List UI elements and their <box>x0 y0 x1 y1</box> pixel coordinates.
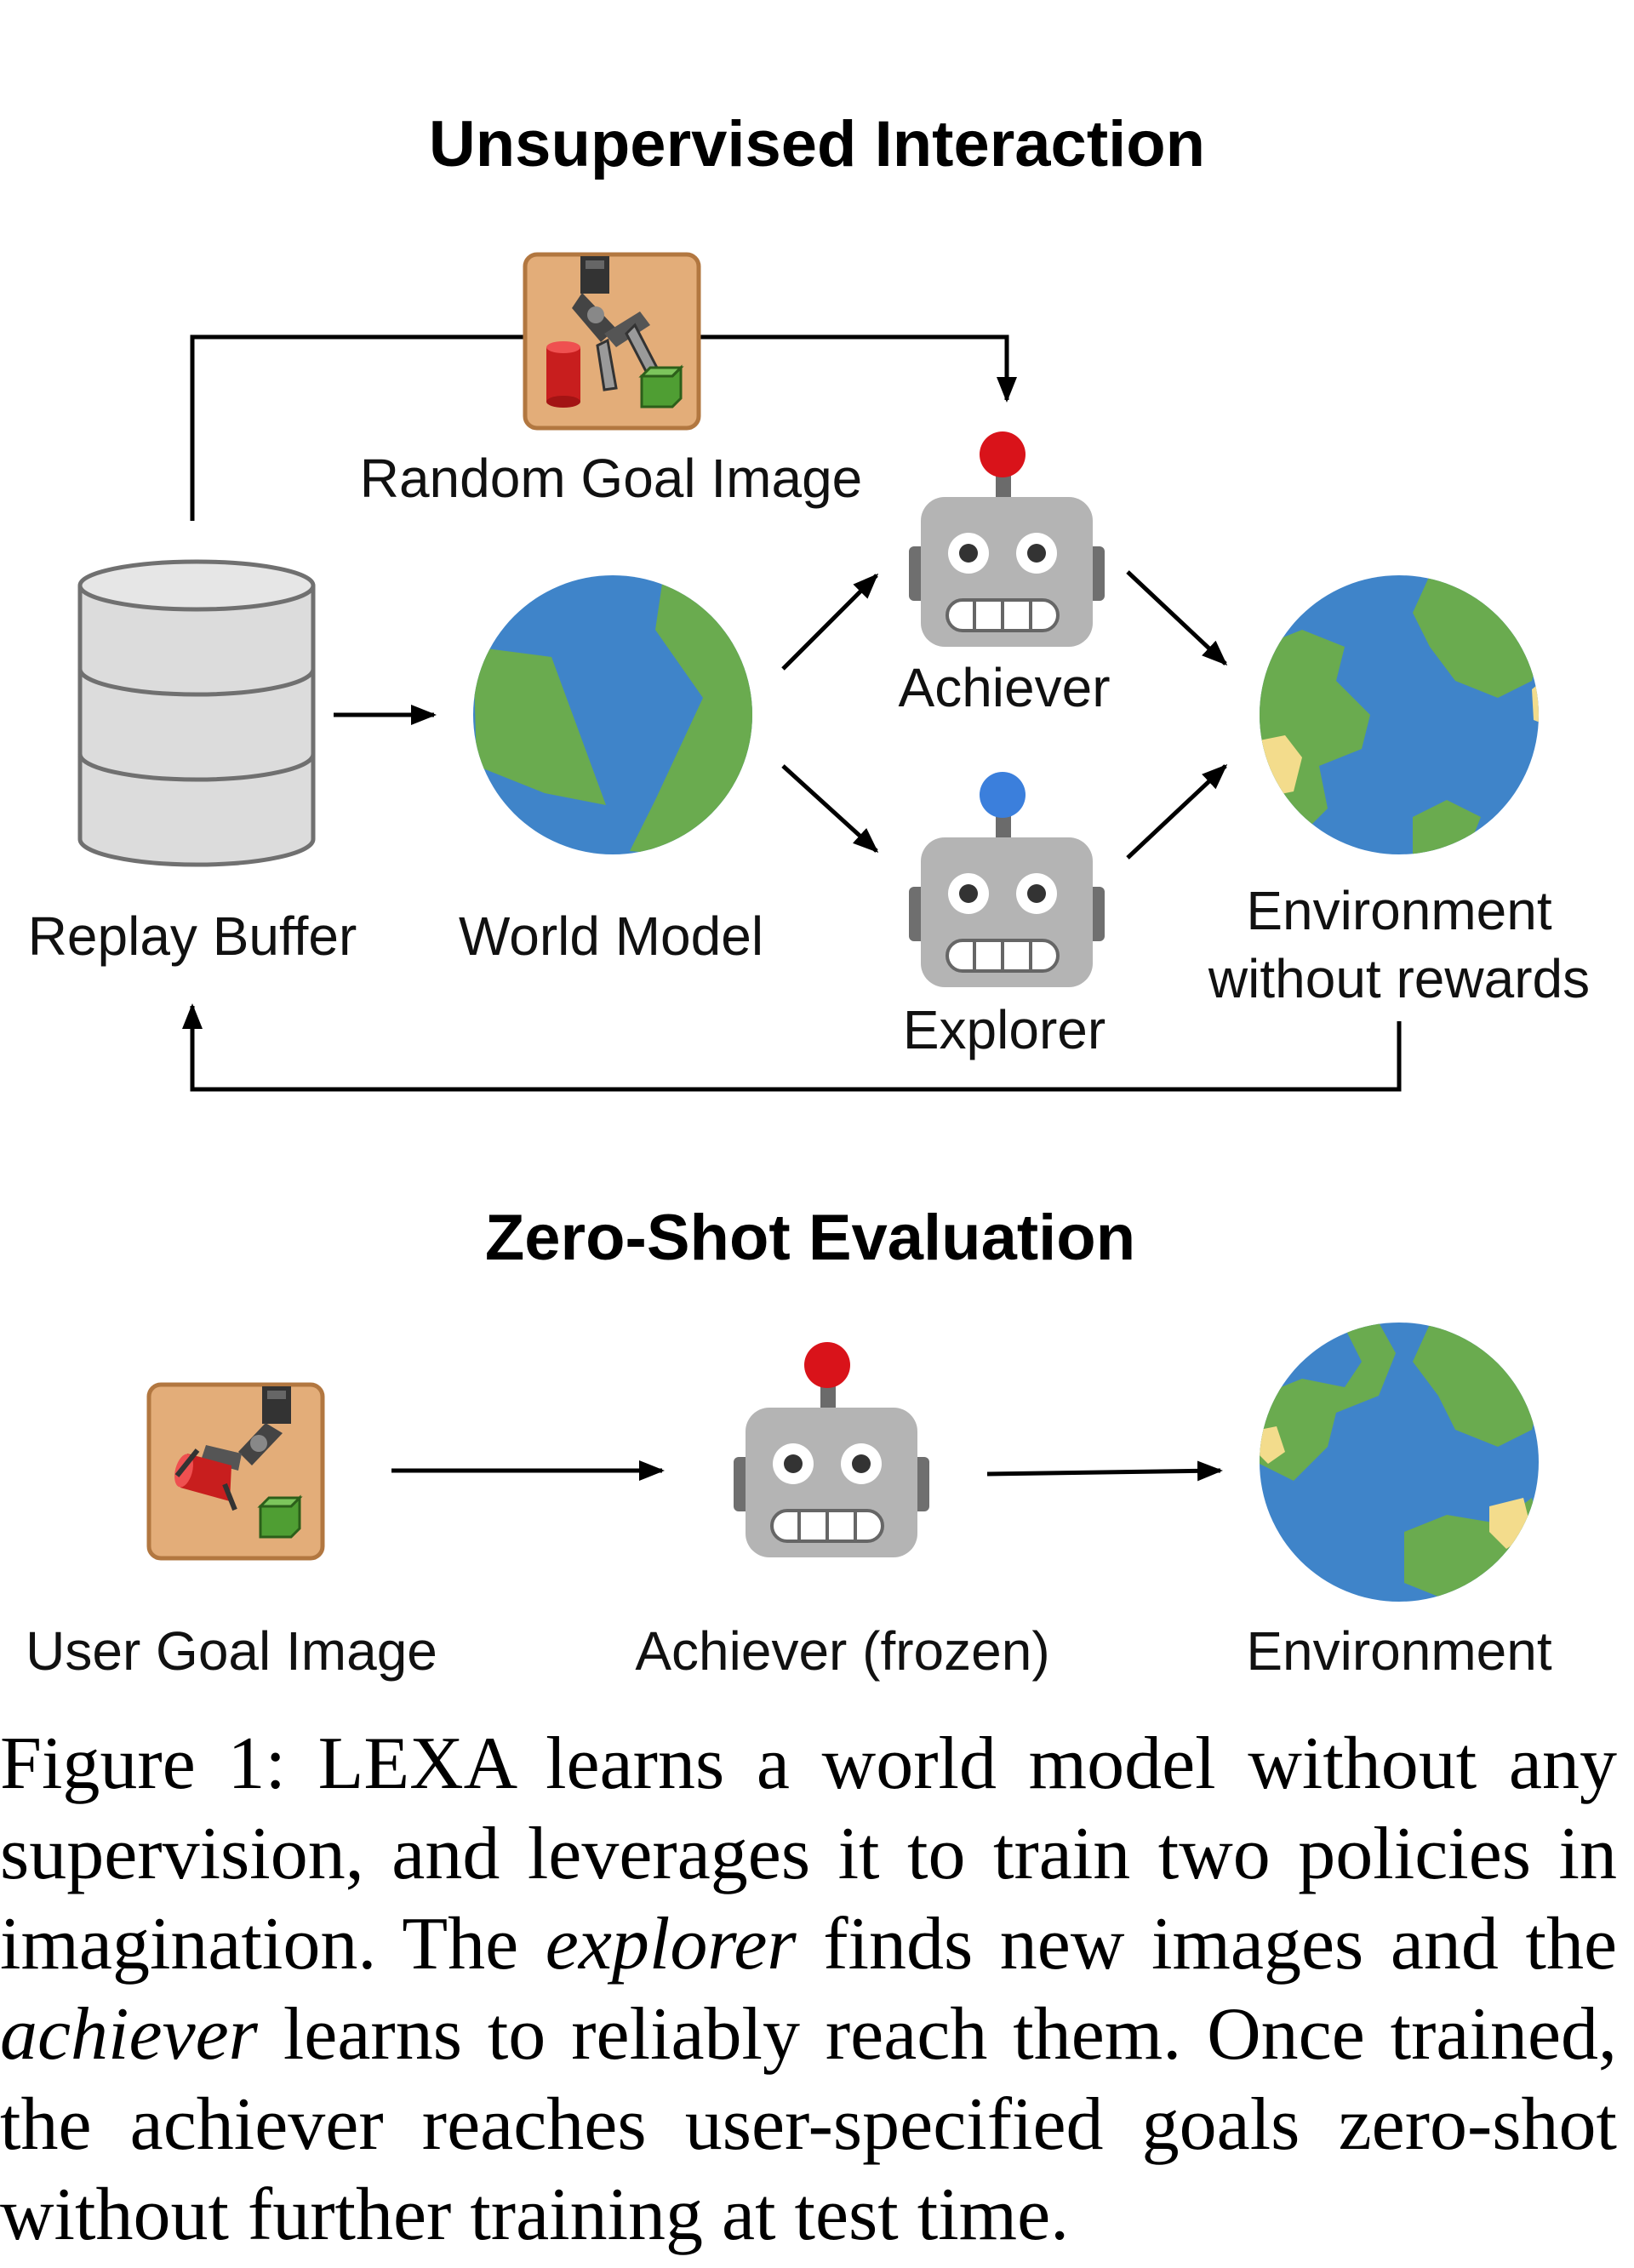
arrow-wm-to-achiever <box>781 573 879 671</box>
world-model-label: World Model <box>459 905 763 967</box>
achiever-frozen-label: Achiever (frozen) <box>635 1620 1049 1682</box>
arrow-explorer-to-env <box>1126 763 1228 860</box>
caption-explorer-word: explorer <box>545 1903 797 1985</box>
caption-suffix: learns to reliably reach them. Once trai… <box>0 1993 1617 2256</box>
explorer-antenna <box>980 772 1026 818</box>
achiever-frozen-robot <box>732 1342 931 1559</box>
section-title-zero-shot: Zero-Shot Evaluation <box>485 1202 1135 1274</box>
robot-arm-goal-icon <box>149 1385 323 1558</box>
globe-icon <box>1260 575 1539 854</box>
achiever-robot <box>907 431 1106 648</box>
robot-icon <box>907 465 1106 648</box>
globe-icon <box>473 575 752 854</box>
caption-achiever-word: achiever <box>0 1993 258 2076</box>
replay-buffer-label: Replay Buffer <box>28 905 357 967</box>
arrow-achiever-to-env-eval <box>986 1460 1223 1482</box>
robot-icon <box>907 805 1106 989</box>
arrow-env-to-buffer <box>182 1003 1402 1092</box>
robot-arm-goal-icon <box>525 254 699 428</box>
section-title-unsupervised: Unsupervised Interaction <box>429 108 1205 180</box>
database-icon <box>80 562 313 865</box>
environment-label-line2: without rewards <box>1208 948 1590 1009</box>
robot-icon <box>732 1375 931 1559</box>
caption-prefix: Figure 1: LEXA learns a world model with… <box>0 1722 1617 1985</box>
figure-caption: Figure 1: LEXA learns a world model with… <box>0 1719 1617 2260</box>
environment-eval-label: Environment <box>1246 1620 1552 1682</box>
explorer-robot <box>907 772 1106 989</box>
explorer-label: Explorer <box>903 999 1106 1060</box>
arrow-wm-to-explorer <box>781 764 879 854</box>
caption-middle: finds new images and the <box>796 1903 1617 1985</box>
achiever-antenna <box>980 431 1026 477</box>
environment-label-line1: Environment <box>1246 880 1552 941</box>
globe-icon <box>1260 1323 1539 1602</box>
arrow-achiever-to-env <box>1126 570 1228 666</box>
random-goal-label: Random Goal Image <box>360 448 863 509</box>
user-goal-label: User Goal Image <box>26 1620 437 1682</box>
achiever-antenna <box>804 1342 850 1388</box>
achiever-label: Achiever <box>899 657 1111 718</box>
